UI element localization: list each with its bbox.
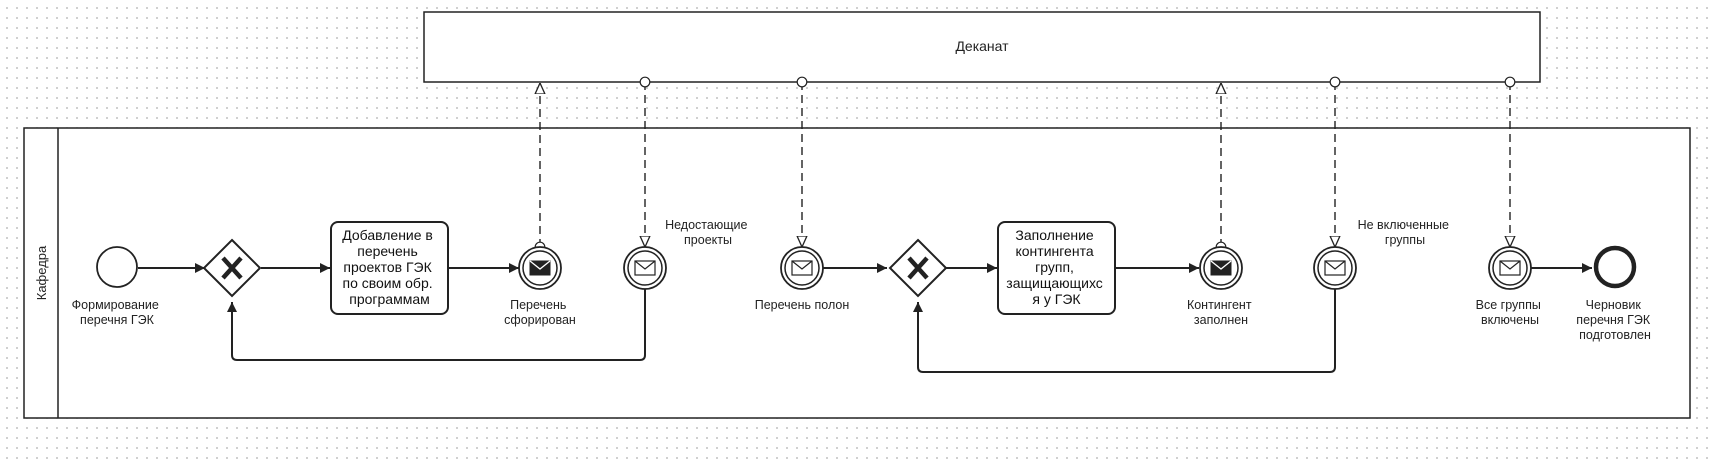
task-add-projects[interactable]: Добавление в перечень проектов ГЭК по св… [330,221,449,315]
flow-catch1-to-gw1[interactable] [227,288,646,361]
flow-catch3-to-gw2[interactable] [913,288,1336,373]
catch-event-list-complete[interactable] [780,246,824,290]
task-add-projects-label: Добавление в перечень проектов ГЭК по св… [342,227,437,307]
send-event-contingent-filled[interactable] [1199,246,1243,290]
catch-event-groups-not-included-label: Не включенные группы [1358,218,1453,247]
catch-event-all-groups-included-label: Все группы включены [1476,298,1545,327]
start-event[interactable] [96,246,138,288]
catch-event-all-groups-included[interactable] [1488,246,1532,290]
pool-kafedra[interactable]: Кафедра [23,127,1691,419]
send-event-list-formed-label: Перечень сфорирован [504,298,576,327]
catch-event-list-complete-label: Перечень полон [755,298,850,312]
pool-dekanat-title: Деканат [955,38,1009,54]
envelope-icon [634,260,656,276]
end-event-label: Черновик перечня ГЭК подготовлен [1576,298,1653,342]
catch-event-groups-not-included[interactable] [1313,246,1357,290]
message-flows [540,82,1510,247]
envelope-icon [1499,260,1521,276]
catch-event-missing-projects[interactable] [623,246,667,290]
envelope-icon [1324,260,1346,276]
x-marker-icon [907,256,929,280]
catch-event-missing-projects-label: Недостающие проекты [665,218,751,247]
envelope-filled-icon [1210,260,1232,276]
exclusive-gateway-2[interactable] [888,238,948,298]
start-event-label: Формирование перечня ГЭК [72,298,163,327]
x-marker-icon [221,256,243,280]
exclusive-gateway-1[interactable] [202,238,262,298]
envelope-filled-icon [529,260,551,276]
sequence-flows [138,263,1592,373]
task-fill-contingent-label: Заполнение контингента групп, защищающих… [1006,227,1106,307]
task-fill-contingent[interactable]: Заполнение контингента групп, защищающих… [997,221,1116,315]
end-event[interactable] [1593,245,1637,289]
send-event-list-formed[interactable] [518,246,562,290]
envelope-icon [791,260,813,276]
send-event-contingent-filled-label: Контингент заполнен [1187,298,1255,327]
pool-dekanat[interactable]: Деканат [423,11,1541,83]
pool-kafedra-title: Кафедра [34,245,49,300]
